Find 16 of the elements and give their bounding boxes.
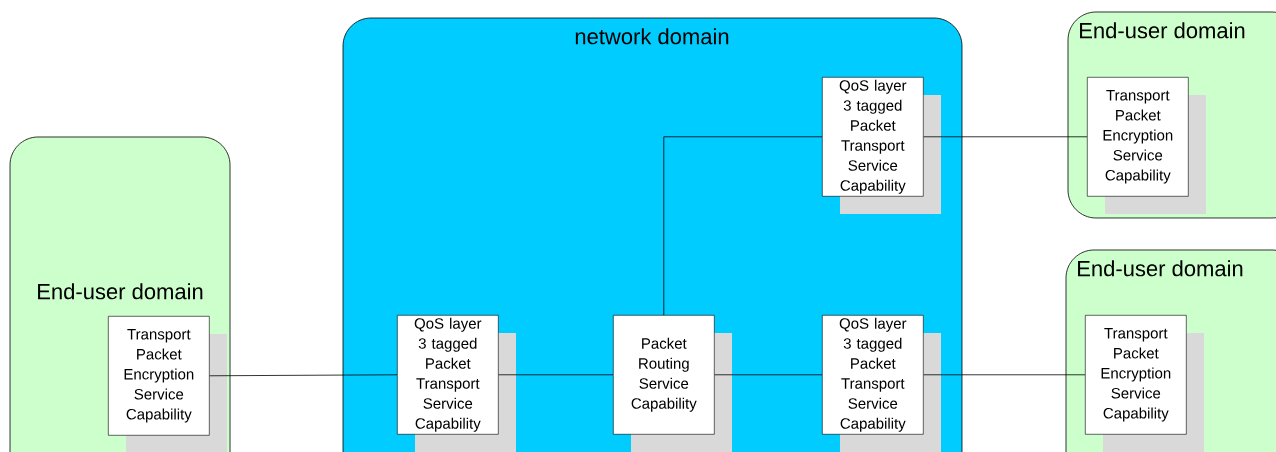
connector-line bbox=[498, 374, 614, 376]
capability-box: Transport Packet Encryption Service Capability bbox=[108, 316, 227, 452]
connector-line bbox=[714, 374, 823, 376]
node-label: QoS layer bbox=[414, 317, 482, 332]
capability-box: QoS layer 3 tagged Packet Transport Service Capability bbox=[822, 77, 941, 214]
capability-box: QoS layer 3 tagged Packet Transport Service Capability bbox=[822, 315, 941, 452]
capability-box: Packet Routing Service Capability bbox=[613, 315, 732, 452]
node-label: QoS layer bbox=[839, 79, 907, 94]
capability-box: Transport Packet Encryption Service Capability bbox=[1085, 315, 1204, 452]
connector-line bbox=[923, 374, 1086, 376]
capability-box: QoS layer 3 tagged Packet Transport Service Capability bbox=[397, 315, 516, 452]
connector-line bbox=[663, 136, 823, 316]
node-label: QoS layer bbox=[839, 317, 907, 332]
capability-box: Transport Packet Encryption Service Capability bbox=[1087, 77, 1206, 214]
connector-line bbox=[209, 374, 398, 377]
connector-line bbox=[923, 136, 1088, 138]
